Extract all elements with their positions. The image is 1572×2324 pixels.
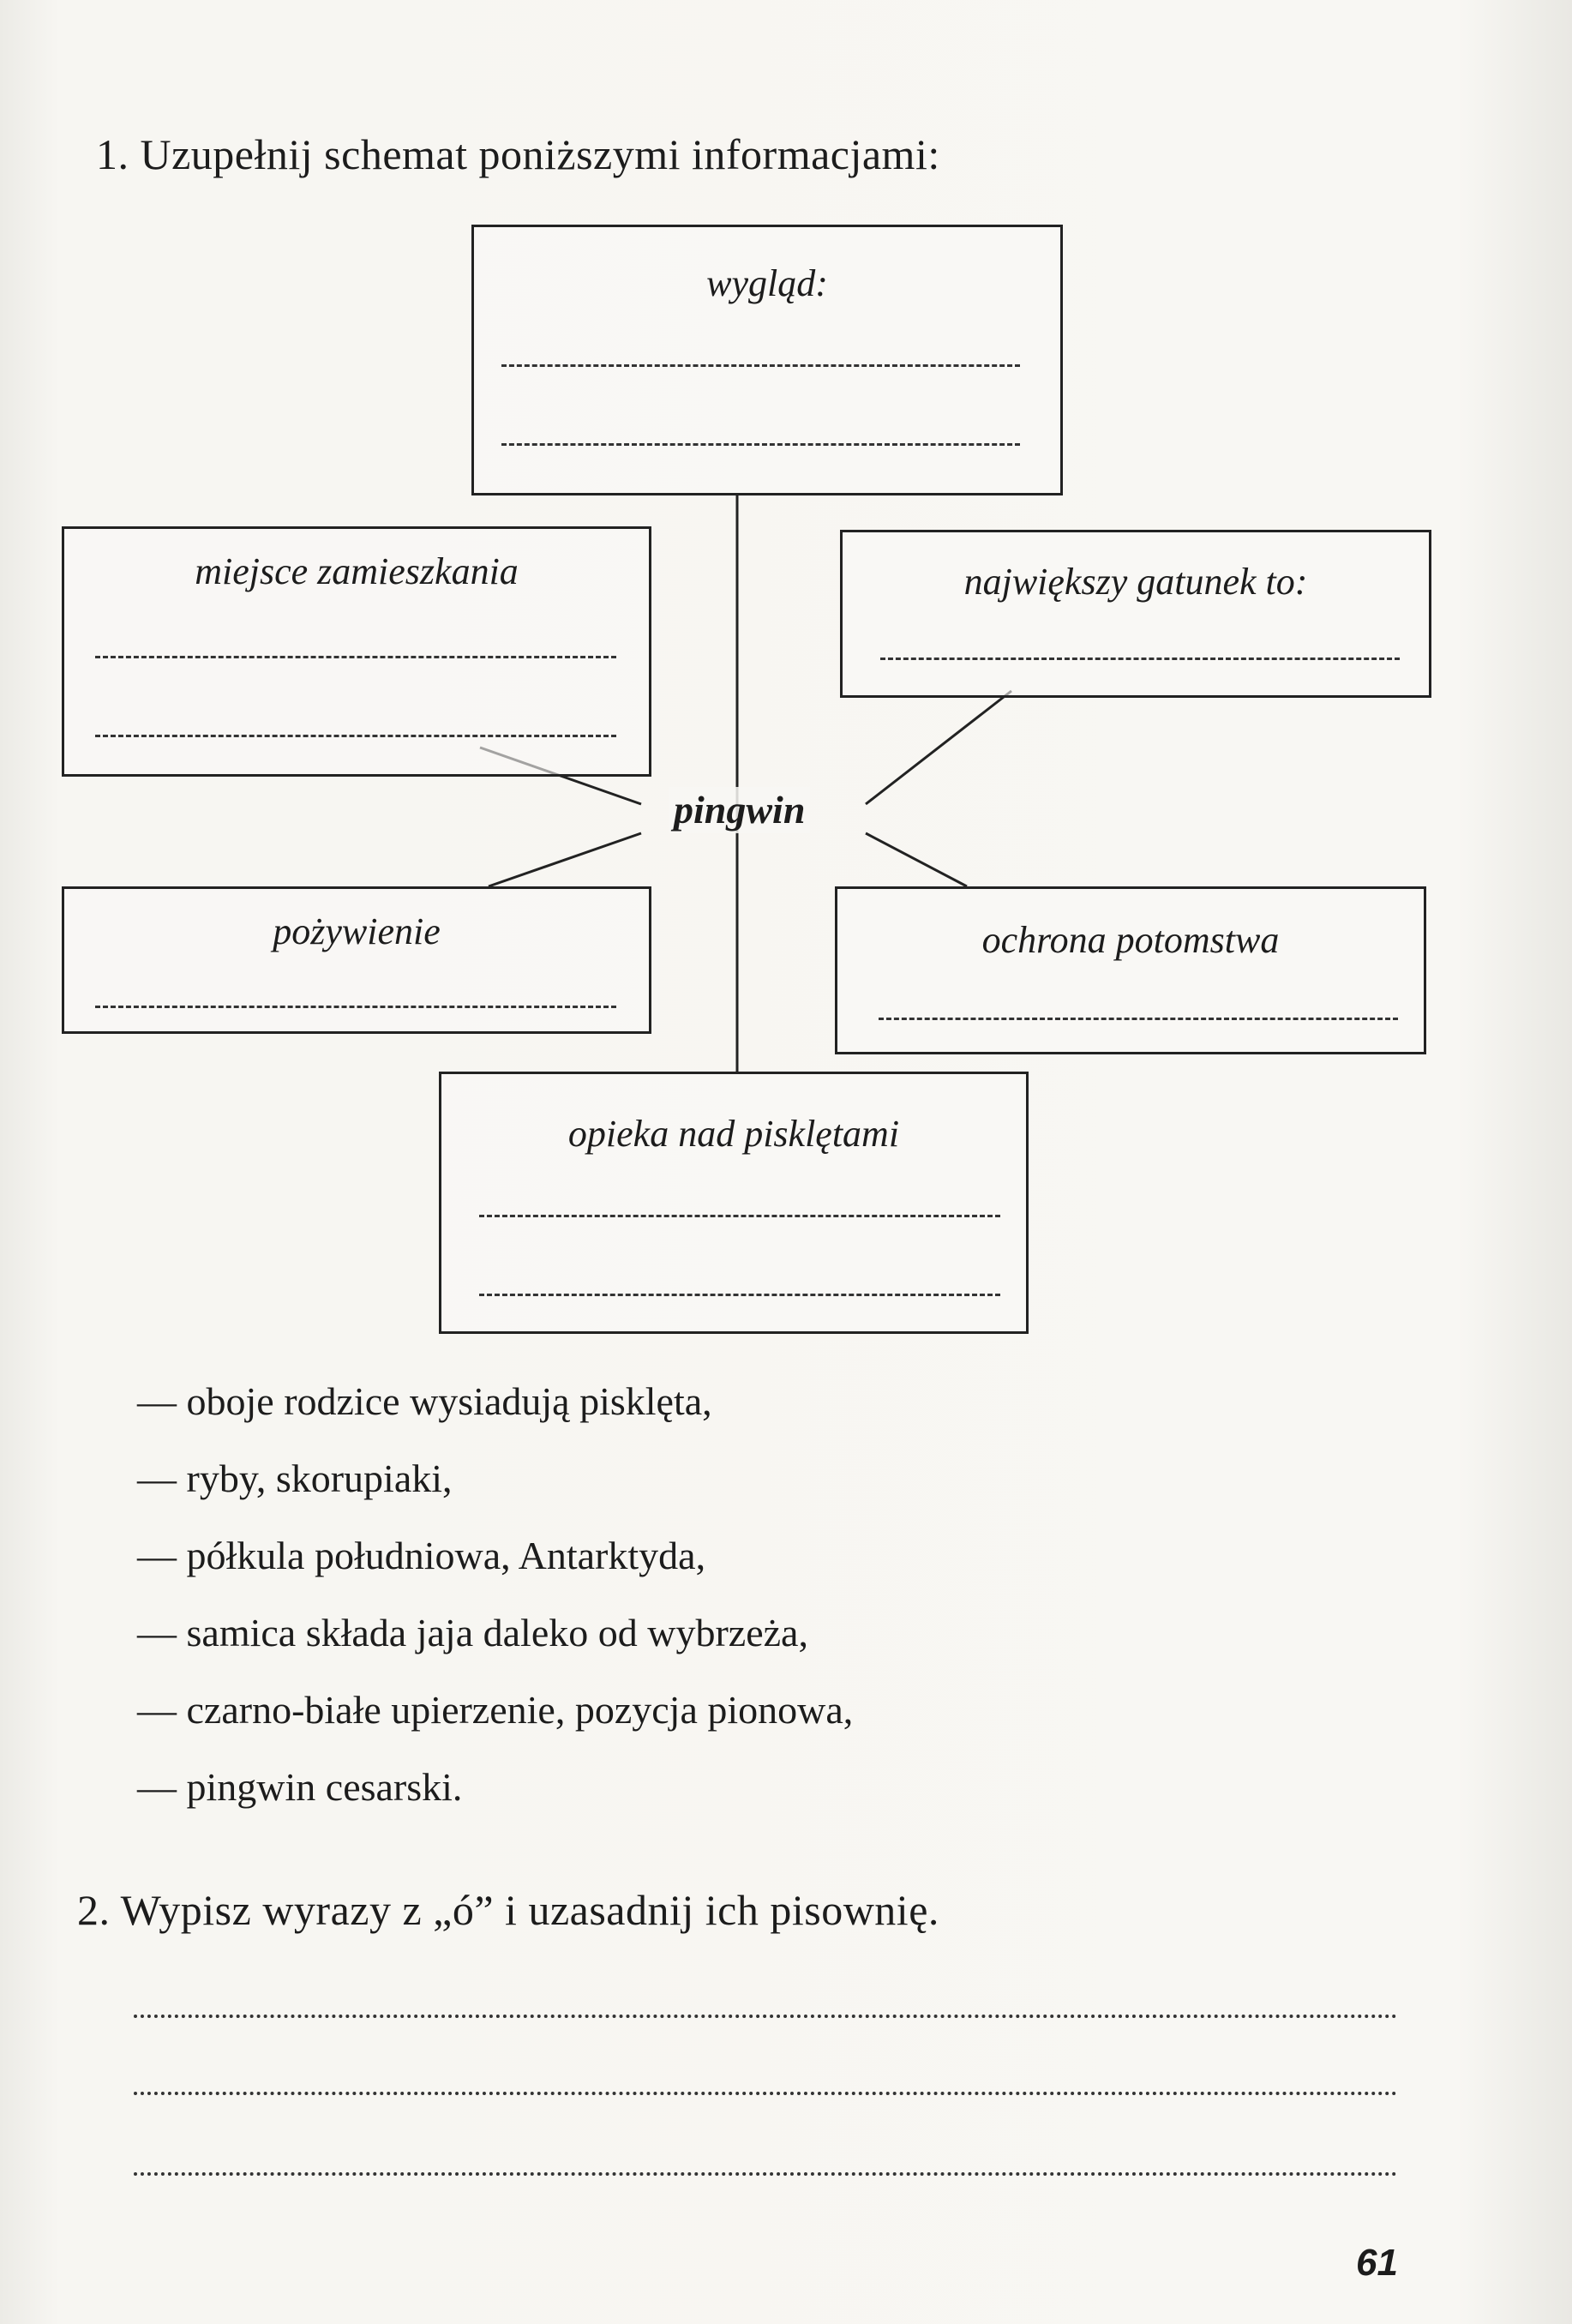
answer-line[interactable] (501, 364, 1020, 367)
answer-line[interactable] (479, 1294, 1000, 1296)
answer-line[interactable] (134, 2172, 1397, 2176)
box-gatunek-label: największy gatunek to: (963, 561, 1308, 603)
box-pozywienie-label: pożywienie (273, 910, 441, 952)
box-opieka-label: opieka nad pisklętami (567, 1113, 900, 1155)
box-ochrona-label: ochrona potomstwa (981, 919, 1280, 961)
task-1-instruction: 1. Uzupełnij schemat poniższymi informac… (96, 130, 940, 178)
box-wyglad-label: wygląd: (706, 262, 828, 304)
information-list: — oboje rodzice wysiadują pisklęta, — ry… (137, 1363, 853, 1826)
box-najwiekszy-gatunek: największy gatunek to: (840, 530, 1431, 698)
box-opieka-nad-piskletami: opieka nad pisklętami (439, 1072, 1029, 1334)
list-item: — półkula południowa, Antarktyda, (137, 1534, 706, 1577)
box-ochrona-potomstwa: ochrona potomstwa (835, 886, 1426, 1054)
list-item: — pingwin cesarski. (137, 1765, 463, 1809)
page-number: 61 (1356, 2242, 1398, 2284)
answer-line[interactable] (134, 2092, 1397, 2095)
list-item: — ryby, skorupiaki, (137, 1456, 453, 1500)
answer-line[interactable] (879, 1018, 1398, 1020)
answer-line[interactable] (134, 2015, 1397, 2018)
box-wyglad: wygląd: (471, 225, 1063, 495)
answer-line[interactable] (479, 1215, 1000, 1217)
list-item: — samica składa jaja daleko od wybrzeża, (137, 1611, 808, 1654)
box-miejsce-zamieszkania: miejsce zamieszkania (62, 526, 651, 777)
answer-line[interactable] (880, 658, 1400, 660)
box-pozywienie: pożywienie (62, 886, 651, 1034)
answer-line[interactable] (95, 735, 616, 737)
connector-ochrona (865, 832, 968, 888)
connector-gatunek (865, 689, 1012, 806)
answer-line[interactable] (95, 656, 616, 658)
list-item: — czarno-białe upierzenie, pozycja piono… (137, 1688, 854, 1732)
answer-line[interactable] (501, 443, 1020, 446)
task-2-instruction: 2. Wypisz wyrazy z „ó” i uzasadnij ich p… (77, 1886, 939, 1934)
diagram-center-pingwin: pingwin (669, 787, 811, 833)
answer-line[interactable] (95, 1006, 616, 1008)
list-item: — oboje rodzice wysiadują pisklęta, (137, 1379, 712, 1423)
box-miejsce-label: miejsce zamieszkania (195, 550, 519, 592)
connector-pozywienie (488, 832, 642, 888)
